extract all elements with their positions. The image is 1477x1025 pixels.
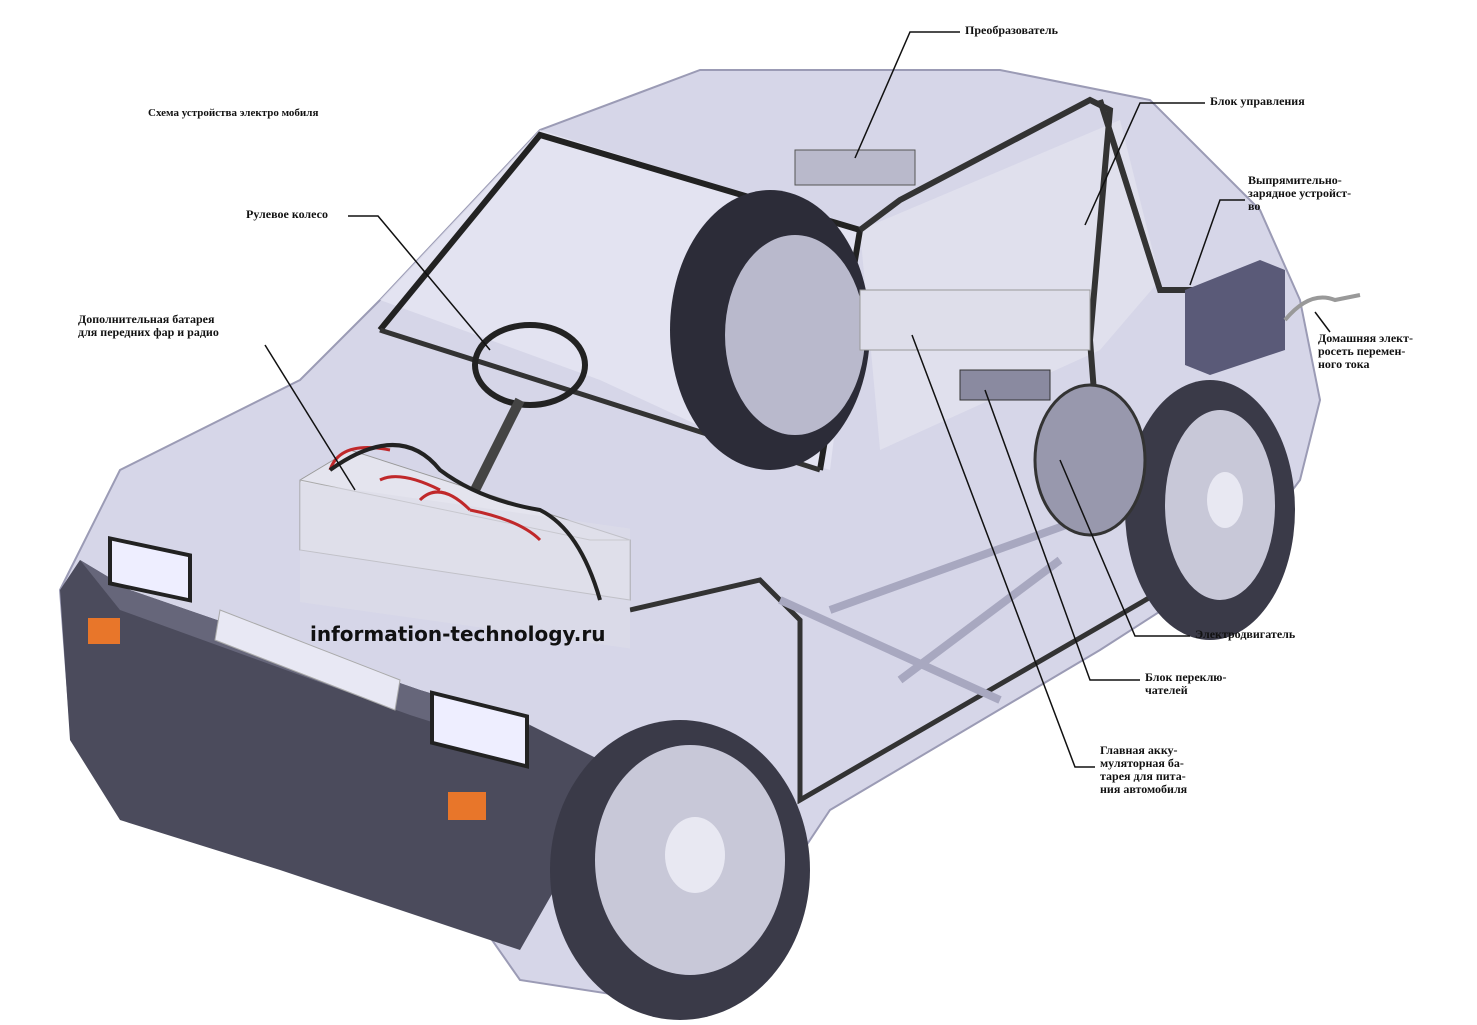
label-line: росеть перемен- [1318, 344, 1406, 358]
label-converter: Преобразователь [965, 23, 1058, 37]
label-aux-battery: Дополнительная батарея для передних фар … [78, 313, 219, 339]
label-line: Дополнительная батарея [78, 312, 215, 326]
left-headlight [108, 535, 192, 603]
label-line: муляторная ба- [1100, 756, 1184, 770]
right-headlight [430, 690, 529, 769]
charger-unit [1185, 260, 1285, 375]
label-charger: Выпрямительно- зарядное устройст- во [1248, 174, 1351, 213]
steering-column [465, 397, 525, 503]
right-indicator [448, 792, 486, 820]
label-main-battery: Главная акку- муляторная ба- тарея для п… [1100, 744, 1187, 796]
label-line: Главная акку- [1100, 743, 1178, 757]
converter [794, 149, 916, 186]
diagram-title: Схема устройства электро мобиля [148, 107, 319, 119]
leader-lines [264, 31, 1331, 768]
label-line: для передних фар и радио [78, 325, 219, 339]
rear-wheel [1125, 380, 1295, 640]
label-mains: Домашняя элект- росеть перемен- ного ток… [1318, 332, 1413, 371]
main-battery [859, 289, 1091, 351]
label-line: ния автомобиля [1100, 782, 1188, 796]
label-steering-wheel: Рулевое колесо [246, 207, 328, 221]
label-control-unit: Блок управления [1210, 94, 1305, 108]
label-line: Блок переклю- [1145, 670, 1227, 684]
label-line: Домашняя элект- [1318, 331, 1413, 345]
label-line: во [1248, 199, 1261, 213]
label-motor: Электродвигатель [1195, 627, 1296, 641]
steering-wheel [472, 322, 588, 408]
label-line: чателей [1145, 683, 1188, 697]
spare-wheel [670, 190, 870, 470]
label-line: Выпрямительно- [1248, 173, 1342, 187]
switch-block [959, 369, 1051, 401]
label-line: ного тока [1318, 357, 1370, 371]
label-switch-block: Блок переклю- чателей [1145, 671, 1226, 697]
front-wheel [550, 720, 810, 1020]
label-line: тарея для пита- [1100, 769, 1186, 783]
left-indicator [88, 618, 120, 644]
auxiliary-battery [299, 443, 631, 649]
watermark: information-technology.ru [310, 622, 606, 646]
electric-motor [1033, 383, 1147, 537]
label-line: зарядное устройст- [1248, 186, 1352, 200]
power-cord [1283, 293, 1361, 322]
